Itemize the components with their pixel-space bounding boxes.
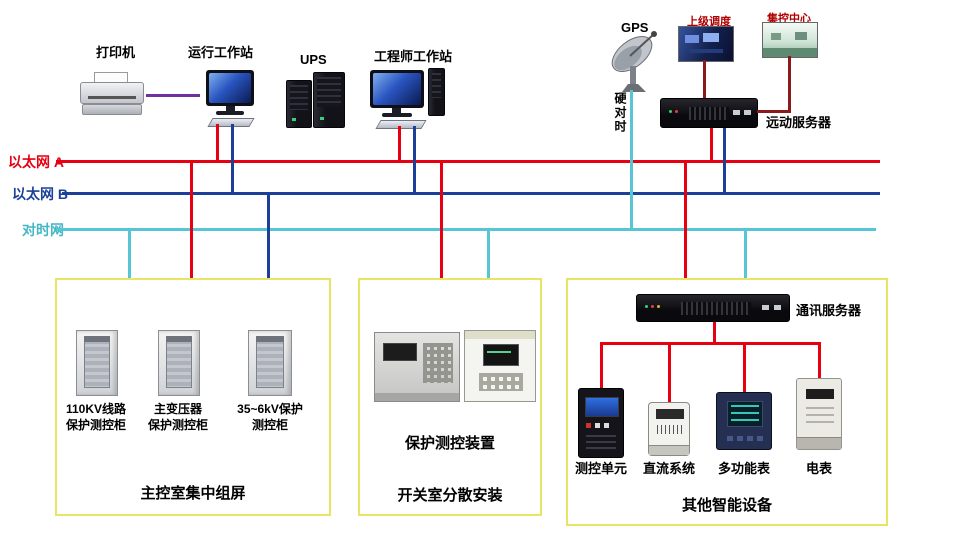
time-sync-bus-line: [56, 228, 876, 231]
printer-link-line: [146, 94, 200, 97]
cabinet-transformer-label: 主变压器 保护测控柜: [147, 402, 208, 432]
drop-dc-system: [668, 342, 671, 402]
gps-label: GPS: [621, 20, 649, 35]
dc-system-icon: [648, 402, 690, 456]
gps-time-sync-drop: [630, 90, 633, 230]
time-sync-label: 对时网: [22, 222, 64, 238]
ethernet-a-bus-line: [56, 160, 880, 163]
multifunction-meter-label: 多功能表: [717, 461, 770, 476]
ups-label: UPS: [300, 52, 327, 67]
left-panel-box: [55, 278, 331, 516]
protection-device-1-icon: [374, 332, 460, 402]
middle-panel-caption: 开关室分散安装: [397, 487, 503, 504]
comm-server-feeder: [713, 322, 716, 344]
operator-ws-label: 运行工作站: [188, 45, 254, 60]
left-panel-caption: 主控室集中组屏: [140, 485, 246, 502]
telecontrol-server-label: 远动服务器: [766, 115, 832, 130]
right-panel-timesync-drop: [744, 228, 747, 296]
drop-mf-meter: [743, 342, 746, 392]
ups-icon: [286, 72, 348, 130]
control-center-photo: [762, 22, 818, 58]
measure-control-unit-label: 测控单元: [574, 461, 627, 476]
server-b-drop: [723, 128, 726, 194]
smart-device-bus: [600, 342, 821, 345]
engineer-ws-label: 工程师工作站: [374, 49, 453, 64]
printer-label: 打印机: [96, 45, 136, 60]
energy-meter-icon: [796, 378, 842, 450]
protection-device-label: 保护测控装置: [404, 435, 495, 452]
dispatch-server-link: [703, 60, 706, 98]
cabinet-110kv-icon: [76, 330, 118, 396]
dispatch-photo: [678, 26, 734, 62]
right-panel-caption: 其他智能设备: [681, 497, 772, 514]
left-panel-timesync-drop: [128, 228, 131, 278]
dc-system-label: 直流系统: [642, 461, 695, 476]
energy-meter-label: 电表: [805, 461, 832, 476]
engineer-ws-b-drop: [413, 126, 416, 194]
right-panel-a-drop: [684, 160, 687, 296]
engineer-workstation-icon: [370, 68, 446, 130]
dispatch-label: 上级调度: [687, 16, 731, 28]
ethernet-b-bus-line: [62, 192, 880, 195]
middle-panel-timesync-drop: [487, 228, 490, 278]
cabinet-35kv-label: 35~6kV保护 测控柜: [237, 402, 303, 432]
drop-ce-unit: [600, 342, 603, 388]
left-panel-a-drop: [190, 160, 193, 278]
ethernet-a-label: 以太网 A: [8, 154, 64, 170]
drop-e-meter: [818, 342, 821, 378]
printer-icon: [80, 72, 144, 118]
ethernet-b-label: 以太网 B: [12, 186, 68, 202]
cabinet-transformer-icon: [158, 330, 200, 396]
left-panel-b-drop: [267, 192, 270, 278]
middle-panel-a-drop: [440, 160, 443, 278]
control-center-server-link-v: [788, 56, 791, 112]
multifunction-meter-icon: [716, 392, 772, 450]
comm-server-label: 通讯服务器: [796, 303, 862, 318]
operator-ws-a-drop: [216, 124, 219, 162]
cabinet-35kv-icon: [248, 330, 292, 396]
telecontrol-server-icon: [660, 98, 758, 128]
protection-device-2-icon: [464, 330, 536, 402]
hard-time-sync-label: 硬对时: [613, 92, 627, 134]
server-a-drop: [710, 128, 713, 162]
control-center-server-link-h: [757, 110, 791, 113]
gps-dish-icon: [611, 31, 657, 92]
measure-control-unit-icon: [578, 388, 624, 458]
cabinet-110kv-label: 110KV线路 保护测控柜: [65, 402, 127, 432]
comm-server-icon: [636, 294, 790, 322]
operator-workstation-icon: [198, 70, 264, 128]
operator-ws-b-drop: [231, 124, 234, 194]
engineer-ws-a-drop: [398, 126, 401, 162]
